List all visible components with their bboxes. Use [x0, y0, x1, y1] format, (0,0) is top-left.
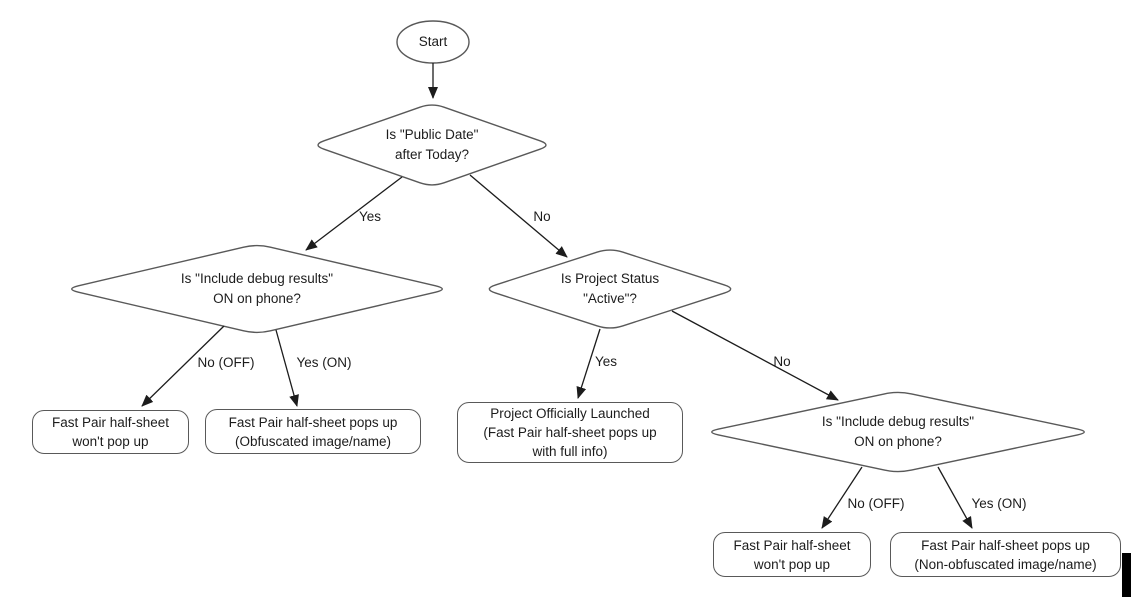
decision-debug-left-shape [71, 244, 443, 334]
edge-project-status-no [671, 310, 839, 401]
result-no-popup-right-box: Fast Pair half-sheet won't pop up [713, 532, 871, 577]
decision-debug-right-shape [711, 391, 1085, 473]
edge-label-debug-left-yes: Yes (ON) [296, 355, 352, 370]
result-obfuscated-label: Fast Pair half-sheet pops up (Obfuscated… [228, 414, 398, 449]
decision-public-date-shape [317, 104, 547, 186]
edge-debug-right-no [821, 466, 863, 529]
edge-label-debug-left-no: No (OFF) [197, 355, 255, 370]
edge-public-date-no [469, 174, 568, 258]
result-no-popup-left-box: Fast Pair half-sheet won't pop up [32, 410, 189, 454]
decision-project-status-label: Is Project Status "Active"? [560, 271, 660, 306]
result-launched-box: Project Officially Launched (Fast Pair h… [457, 402, 683, 463]
edge-debug-right-yes [937, 466, 973, 529]
start-terminator-label: Start [418, 34, 448, 49]
edge-debug-left-yes [275, 329, 299, 407]
edge-debug-left-no [141, 325, 225, 407]
result-no-popup-left-label: Fast Pair half-sheet won't pop up [51, 415, 170, 449]
result-non-obfuscated-label: Fast Pair half-sheet pops up (Non-obfusc… [914, 537, 1097, 572]
edge-label-project-status-yes: Yes [594, 354, 618, 369]
result-launched-label: Project Officially Launched (Fast Pair h… [483, 406, 657, 459]
result-obfuscated-box: Fast Pair half-sheet pops up (Obfuscated… [205, 409, 421, 454]
decision-public-date-label: Is "Public Date" after Today? [385, 127, 479, 162]
decision-project-status-shape [488, 249, 732, 329]
edge-label-public-date-no: No [533, 209, 551, 224]
edge-public-date-yes [305, 176, 403, 251]
edge-label-debug-right-yes: Yes (ON) [971, 496, 1027, 511]
edge-label-debug-right-no: No (OFF) [847, 496, 905, 511]
decision-debug-right-label: Is "Include debug results" ON on phone? [821, 414, 975, 449]
text-cursor-bar [1122, 553, 1131, 597]
result-non-obfuscated-box: Fast Pair half-sheet pops up (Non-obfusc… [890, 532, 1121, 577]
edge-label-public-date-yes: Yes [358, 209, 382, 224]
edge-project-status-yes [576, 328, 601, 399]
result-no-popup-right-label: Fast Pair half-sheet won't pop up [733, 537, 851, 572]
decision-debug-left-label: Is "Include debug results" ON on phone? [180, 271, 334, 306]
edge-label-project-status-no: No [773, 354, 791, 369]
